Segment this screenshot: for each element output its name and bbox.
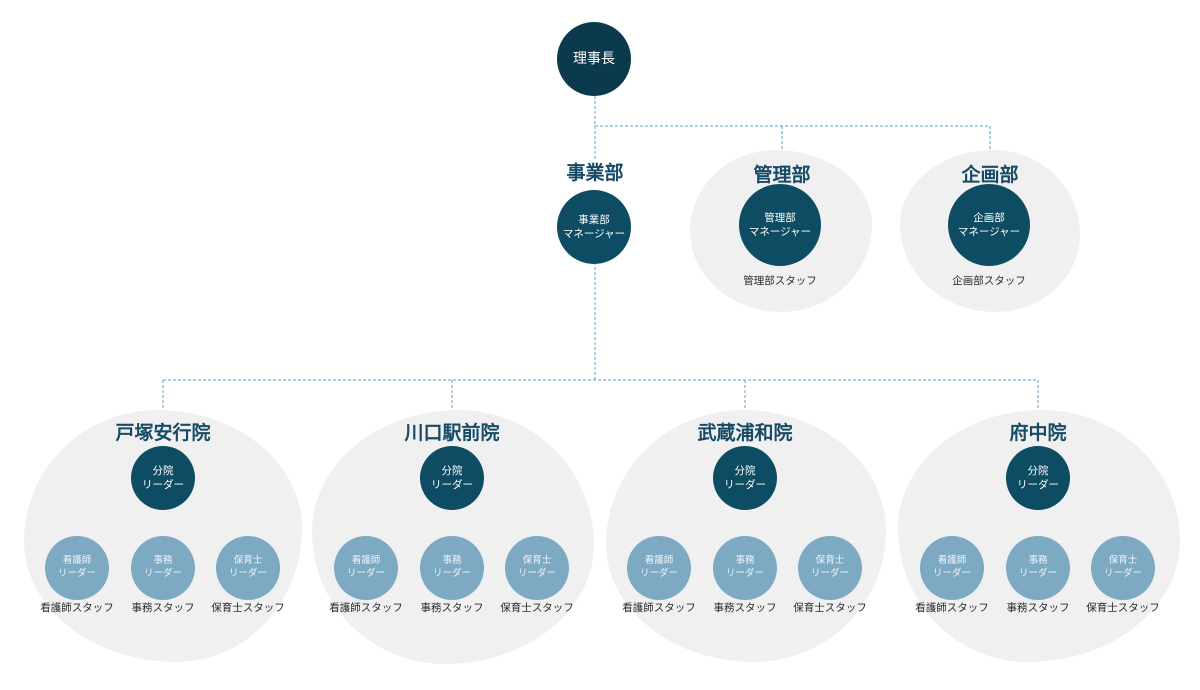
role-office-leader: 事務 リーダー (420, 536, 484, 600)
dept-title-kanribu: 管理部 (753, 164, 811, 186)
node-label-line2: マネージャー (562, 228, 626, 240)
node-label-line1: 企画部 (973, 211, 1005, 224)
node-label-line2: リーダー (725, 568, 764, 579)
node-label-line1: 保育士 (815, 555, 845, 567)
dept-manager-kanribu: 管理部 マネージャー (739, 184, 821, 266)
node-label-line1: 事務 (1028, 555, 1048, 567)
node-label-line2: リーダー (1018, 568, 1057, 579)
role-staff-childcare: 保育士スタッフ (1086, 602, 1160, 614)
role-staff-office: 事務スタッフ (420, 602, 484, 614)
branch-title-4: 府中院 (1009, 422, 1067, 444)
node-label-line1: 管理部 (764, 211, 796, 224)
node-label-line1: 分院 (734, 464, 756, 477)
node-label-line1: 事務 (153, 555, 173, 567)
node-label-line2: リーダー (932, 568, 971, 579)
node-label-line2: リーダー (639, 568, 678, 579)
node-label-line1: 保育士 (1108, 555, 1138, 567)
role-childcare-leader: 保育士 リーダー (505, 536, 569, 600)
dept-title-kikakubu: 企画部 (961, 164, 1019, 186)
dept-manager-jigyobu: 事業部 マネージャー (557, 190, 631, 264)
role-staff-nurse: 看護師スタッフ (329, 602, 403, 614)
root-node: 理事長 (557, 22, 631, 96)
role-staff-nurse: 看護師スタッフ (915, 602, 989, 614)
node-label-line2: マネージャー (957, 226, 1021, 238)
node-label-line1: 看護師 (937, 555, 967, 567)
role-staff-nurse: 看護師スタッフ (622, 602, 696, 614)
node-label-line1: 事務 (442, 555, 462, 567)
role-childcare-leader: 保育士 リーダー (216, 536, 280, 600)
branch-title-2: 川口駅前院 (404, 422, 500, 444)
role-office-leader: 事務 リーダー (713, 536, 777, 600)
node-label-line2: リーダー (228, 568, 267, 579)
branch-title-1: 戸塚安行院 (115, 422, 211, 444)
node-label-line2: マネージャー (748, 226, 812, 238)
node-label-line2: リーダー (143, 568, 182, 579)
node-label-line2: リーダー (57, 568, 96, 579)
branch-leader-1: 分院 リーダー (131, 446, 195, 510)
node-label-line1: 看護師 (351, 555, 381, 567)
node-label-line1: 事務 (735, 555, 755, 567)
role-staff-childcare: 保育士スタッフ (500, 602, 574, 614)
role-staff-childcare: 保育士スタッフ (793, 602, 867, 614)
role-staff-office: 事務スタッフ (131, 602, 195, 614)
dept-staff-kanribu: 管理部スタッフ (743, 275, 817, 287)
node-label-line2: リーダー (1103, 568, 1142, 579)
role-nurse-leader: 看護師 リーダー (627, 536, 691, 600)
branch-leader-4: 分院 リーダー (1006, 446, 1070, 510)
node-label-line2: リーダー (346, 568, 385, 579)
node-label-line1: 分院 (441, 464, 463, 477)
dept-manager-kikakubu: 企画部 マネージャー (948, 184, 1030, 266)
root-label: 理事長 (573, 50, 615, 67)
node-label-line1: 看護師 (62, 555, 92, 567)
node-label-line2: リーダー (1017, 479, 1059, 491)
dept-title-jigyobu: 事業部 (566, 162, 624, 184)
node-label-line1: 事業部 (578, 213, 610, 226)
role-staff-nurse: 看護師スタッフ (40, 602, 114, 614)
role-office-leader: 事務 リーダー (131, 536, 195, 600)
dept-staff-kikakubu: 企画部スタッフ (952, 275, 1026, 287)
node-label-line1: 保育士 (522, 555, 552, 567)
role-childcare-leader: 保育士 リーダー (1091, 536, 1155, 600)
node-label-line2: リーダー (142, 479, 184, 491)
role-staff-office: 事務スタッフ (1006, 602, 1070, 614)
branch-title-3: 武蔵浦和院 (697, 422, 793, 444)
node-label-line2: リーダー (432, 568, 471, 579)
node-label-line2: リーダー (810, 568, 849, 579)
role-staff-office: 事務スタッフ (713, 602, 777, 614)
role-nurse-leader: 看護師 リーダー (920, 536, 984, 600)
node-label-line1: 保育士 (233, 555, 263, 567)
branch-leader-3: 分院 リーダー (713, 446, 777, 510)
role-nurse-leader: 看護師 リーダー (334, 536, 398, 600)
node-label-line1: 分院 (1027, 464, 1049, 477)
node-label-line2: リーダー (517, 568, 556, 579)
node-label-line1: 看護師 (644, 555, 674, 567)
node-label-line2: リーダー (431, 479, 473, 491)
branch-leader-2: 分院 リーダー (420, 446, 484, 510)
node-label-line1: 分院 (152, 464, 174, 477)
node-label-line2: リーダー (724, 479, 766, 491)
role-office-leader: 事務 リーダー (1006, 536, 1070, 600)
role-staff-childcare: 保育士スタッフ (211, 602, 285, 614)
role-nurse-leader: 看護師 リーダー (45, 536, 109, 600)
role-childcare-leader: 保育士 リーダー (798, 536, 862, 600)
